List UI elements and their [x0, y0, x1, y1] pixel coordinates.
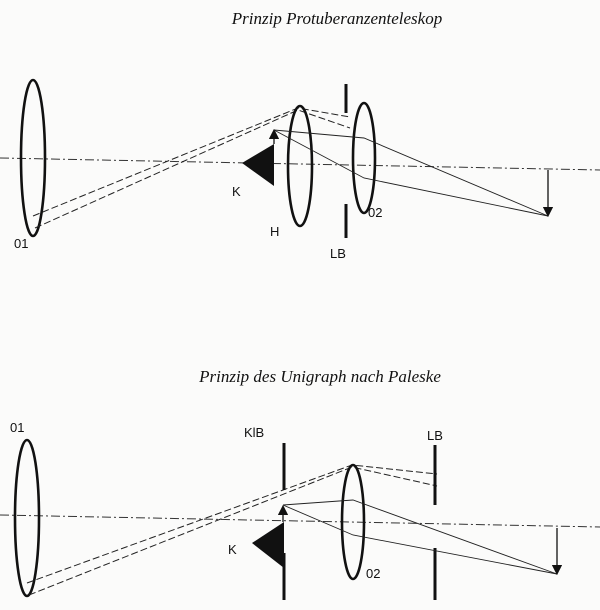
- diagram-2-title: Prinzip des Unigraph nach Paleske: [198, 367, 441, 386]
- optical-axis-1: [0, 157, 600, 171]
- label-o1-2: 01: [10, 420, 24, 435]
- label-lb: LB: [330, 246, 346, 261]
- diagram-protuberanzenteleskop: Prinzip Protuberanzenteleskop 01 K H LB …: [0, 9, 600, 261]
- label-o2: 02: [368, 205, 382, 220]
- solid-ray-upper: [273, 129, 549, 217]
- diagram-1-title: Prinzip Protuberanzenteleskop: [231, 9, 442, 28]
- cone-k-2: [252, 522, 284, 568]
- objective-lens-o1: [19, 78, 47, 238]
- relay-lens-o2-2: [340, 463, 366, 581]
- solid-ray-lower-2: [282, 504, 558, 575]
- label-lb-2: LB: [427, 428, 443, 443]
- label-k: K: [232, 184, 241, 199]
- label-k-2: K: [228, 542, 237, 557]
- label-o2-2: 02: [366, 566, 380, 581]
- dashed-ray-lower-2: [28, 466, 438, 596]
- label-o1: 01: [14, 236, 28, 251]
- solid-ray-lower: [273, 129, 549, 217]
- solid-ray-upper-2: [282, 499, 558, 575]
- cone-k: [242, 144, 274, 186]
- diagram-unigraph-paleske: Prinzip des Unigraph nach Paleske 01 KlB…: [0, 367, 600, 600]
- field-lens-h: [286, 104, 314, 228]
- objective-lens-o1-2: [13, 438, 41, 598]
- optical-axis-2: [0, 514, 600, 528]
- dashed-ray-lower: [34, 109, 351, 229]
- label-h: H: [270, 224, 279, 239]
- label-klb: KlB: [244, 425, 264, 440]
- relay-lens-o2: [351, 101, 377, 215]
